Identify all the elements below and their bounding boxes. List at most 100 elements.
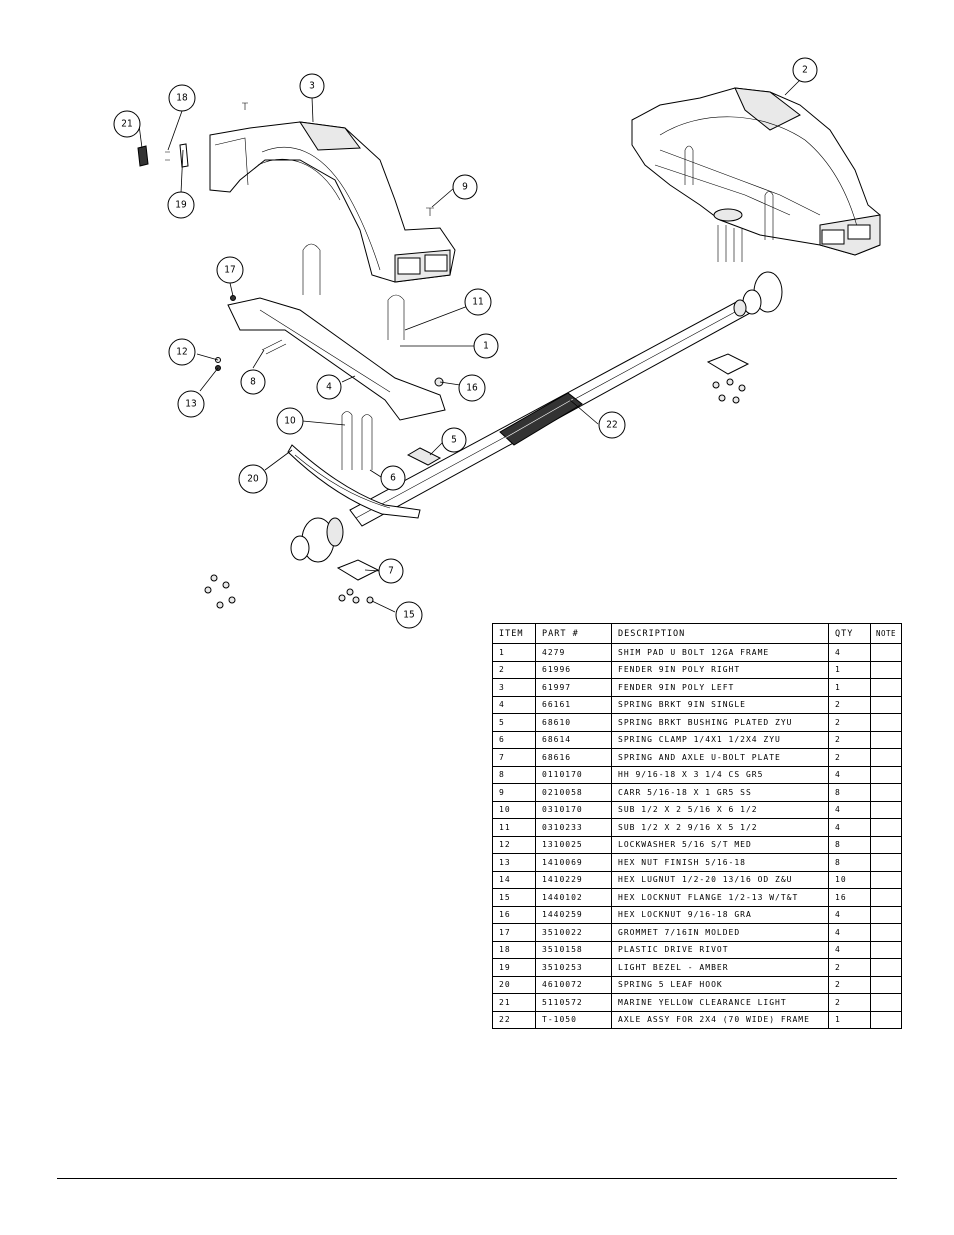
cell-qty: 4	[828, 643, 871, 662]
cell-item: 19	[492, 958, 536, 977]
cell-description: AXLE ASSY FOR 2X4 (70 WIDE) FRAME	[611, 1010, 829, 1029]
cell-part-number: 68616	[535, 748, 612, 767]
callout-22: 22	[598, 411, 626, 439]
cell-part-number: 0310233	[535, 818, 612, 837]
callout-4: 4	[316, 374, 342, 400]
cell-description: HEX LOCKNUT FLANGE 1/2-13 W/T&T	[611, 888, 829, 907]
cell-note	[870, 905, 902, 924]
cell-item: 6	[492, 730, 536, 749]
cell-item: 18	[492, 940, 536, 959]
cell-note	[870, 940, 902, 959]
cell-part-number: 66161	[535, 695, 612, 714]
cell-note	[870, 888, 902, 907]
cell-note	[870, 818, 902, 837]
callout-17: 17	[216, 256, 244, 284]
cell-item: 1	[492, 643, 536, 662]
cell-description: GROMMET 7/16IN MOLDED	[611, 923, 829, 942]
cell-description: CARR 5/16-18 X 1 GR5 SS	[611, 783, 829, 802]
cell-qty: 2	[828, 713, 871, 732]
cell-description: SHIM PAD U BOLT 12GA FRAME	[611, 643, 829, 662]
cell-qty: 4	[828, 905, 871, 924]
cell-description: HEX NUT FINISH 5/16-18	[611, 853, 829, 872]
cell-description: HH 9/16-18 X 3 1/4 CS GR5	[611, 765, 829, 784]
cell-qty: 1	[828, 660, 871, 679]
svg-text:17: 17	[224, 265, 235, 276]
cell-qty: 8	[828, 835, 871, 854]
svg-text:11: 11	[472, 297, 483, 308]
callout-8: 8	[240, 369, 266, 395]
cell-note	[870, 853, 902, 872]
cell-qty: 4	[828, 940, 871, 959]
cell-description: SUB 1/2 X 2 9/16 X 5 1/2	[611, 818, 829, 837]
cell-item: 20	[492, 975, 536, 994]
cell-description: MARINE YELLOW CLEARANCE LIGHT	[611, 993, 829, 1012]
svg-text:2: 2	[802, 65, 808, 76]
cell-note	[870, 678, 902, 697]
svg-text:4: 4	[326, 382, 332, 393]
cell-note	[870, 713, 902, 732]
cell-part-number: 0110170	[535, 765, 612, 784]
svg-text:5: 5	[451, 435, 457, 446]
cell-note	[870, 643, 902, 662]
svg-text:7: 7	[388, 566, 394, 577]
cell-item: 5	[492, 713, 536, 732]
cell-qty: 2	[828, 993, 871, 1012]
header-description: DESCRIPTION	[611, 623, 829, 644]
svg-text:20: 20	[247, 474, 259, 485]
cell-note	[870, 993, 902, 1012]
cell-part-number: 3510253	[535, 958, 612, 977]
callout-19: 19	[167, 191, 195, 219]
cell-note	[870, 783, 902, 802]
cell-item: 3	[492, 678, 536, 697]
cell-description: SPRING AND AXLE U-BOLT PLATE	[611, 748, 829, 767]
cell-item: 7	[492, 748, 536, 767]
cell-description: SUB 1/2 X 2 5/16 X 6 1/2	[611, 800, 829, 819]
cell-description: LIGHT BEZEL - AMBER	[611, 958, 829, 977]
cell-qty: 1	[828, 1010, 871, 1029]
cell-item: 15	[492, 888, 536, 907]
callout-6: 6	[380, 465, 406, 491]
footer-rule	[57, 1178, 897, 1179]
cell-item: 4	[492, 695, 536, 714]
svg-text:19: 19	[175, 200, 187, 211]
cell-qty: 2	[828, 958, 871, 977]
cell-note	[870, 765, 902, 784]
cell-item: 16	[492, 905, 536, 924]
cell-qty: 2	[828, 975, 871, 994]
callout-5: 5	[441, 427, 467, 453]
cell-part-number: 0310170	[535, 800, 612, 819]
cell-qty: 16	[828, 888, 871, 907]
fender-left-drawing	[209, 121, 456, 283]
cell-part-number: 3510022	[535, 923, 612, 942]
cell-part-number: 61997	[535, 678, 612, 697]
callout-21: 21	[113, 110, 141, 138]
cell-item: 10	[492, 800, 536, 819]
cell-description: SPRING BRKT 9IN SINGLE	[611, 695, 829, 714]
svg-text:13: 13	[185, 399, 196, 410]
cell-part-number: 4610072	[535, 975, 612, 994]
svg-text:9: 9	[462, 182, 468, 193]
callout-12: 12	[168, 338, 196, 366]
header-item: ITEM	[492, 623, 536, 644]
cell-part-number: 68610	[535, 713, 612, 732]
cell-qty: 10	[828, 870, 871, 889]
cell-item: 8	[492, 765, 536, 784]
cell-qty: 4	[828, 800, 871, 819]
callout-7: 7	[378, 558, 404, 584]
